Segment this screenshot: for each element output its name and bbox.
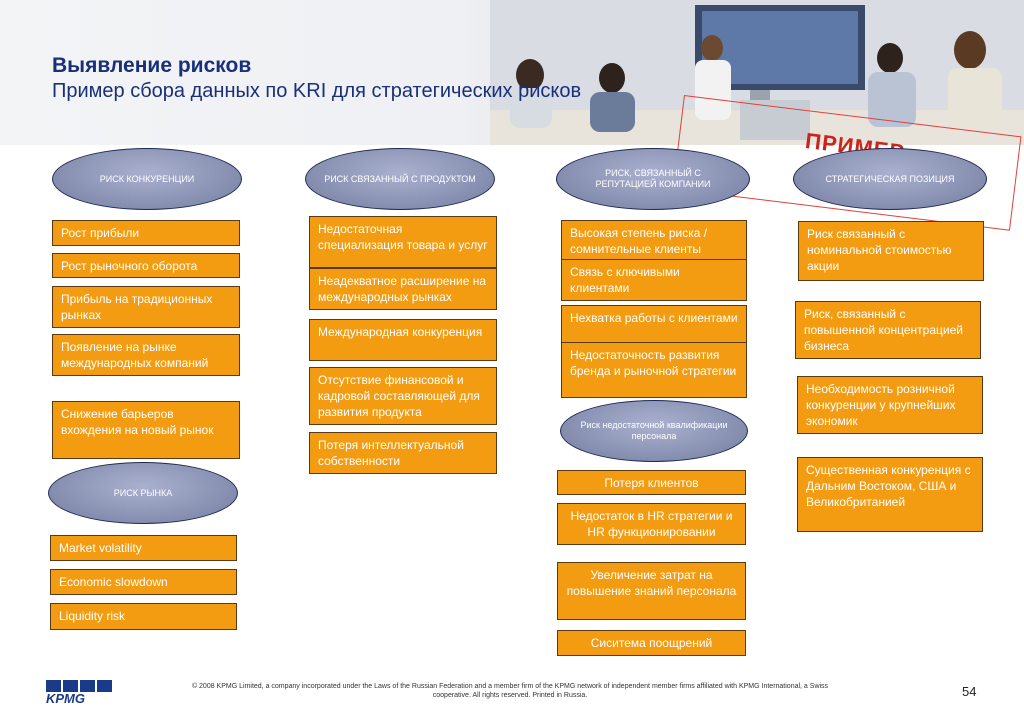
kri-box: Отсутствие финансовой и кадровой составл…: [309, 367, 497, 425]
oval-reputation-risk: РИСК, СВЯЗАННЫЙ С РЕПУТАЦИЕЙ КОМПАНИИ: [556, 148, 750, 210]
meeting-photo: [490, 0, 1024, 145]
kri-box: Снижение барьеров вхождения на новый рын…: [52, 401, 240, 459]
kri-box: Международная конкуренция: [309, 319, 497, 361]
kri-box: Неадекватное расширение на международных…: [309, 268, 497, 310]
oval-market-risk: РИСК РЫНКА: [48, 462, 238, 524]
legal-notice: © 2008 KPMG Limited, a company incorpora…: [191, 683, 829, 700]
kri-box: Высокая степень риска / сомнительные кли…: [561, 220, 747, 260]
kri-box: Связь с ключивыми клиентами: [561, 259, 747, 301]
oval-competition-risk: РИСК КОНКУРЕНЦИИ: [52, 148, 242, 210]
kri-box: Потеря клиентов: [557, 470, 746, 495]
kri-box: Увеличение затрат на повышение знаний пе…: [557, 562, 746, 620]
kri-box: Прибыль на традиционных рынках: [52, 286, 240, 328]
header-banner: Выявление рисков Пример сбора данных по …: [0, 0, 1024, 145]
svg-text:KPMG: KPMG: [46, 691, 85, 704]
kpmg-logo: KPMG: [46, 680, 112, 704]
oval-product-risk: РИСК СВЯЗАННЫЙ С ПРОДУКТОМ: [305, 148, 495, 210]
kri-box: Необходимость розничной конкуренции у кр…: [797, 376, 983, 434]
oval-strategic-position: СТРАТЕГИЧЕСКАЯ ПОЗИЦИЯ: [793, 148, 987, 210]
page-number: 54: [962, 684, 977, 699]
kri-box: Рост рыночного оборота: [52, 253, 240, 278]
oval-hr-risk: Риск недостаточной квалификации персонал…: [560, 400, 748, 462]
kri-box: Появление на рынке международных компани…: [52, 334, 240, 376]
kri-box: Недостаток в HR стратегии и HR функциони…: [557, 503, 746, 545]
kri-box: Сиситема поощрений: [557, 630, 746, 656]
kri-box: Economic slowdown: [50, 569, 237, 595]
page-subtitle: Пример сбора данных по KRI для стратегич…: [52, 80, 582, 102]
page-title: Выявление рисков: [52, 54, 252, 77]
kri-box: Риск, связанный с повышенной концентраци…: [795, 301, 981, 359]
kri-box: Market volatility: [50, 535, 237, 561]
kri-box: Недостаточность развития бренда и рыночн…: [561, 342, 747, 398]
kri-box: Существенная конкуренция с Дальним Восто…: [797, 457, 983, 532]
kri-box: Рост прибыли: [52, 220, 240, 246]
kri-box: Недостаточная специализация товара и усл…: [309, 216, 497, 268]
kri-box: Liquidity risk: [50, 603, 237, 630]
kri-box: Риск связанный с номинальной стоимостью …: [798, 221, 984, 281]
kri-box: Потеря интеллектуальной собственности: [309, 432, 497, 474]
kri-box: Нехватка работы с клиентами: [561, 305, 747, 343]
